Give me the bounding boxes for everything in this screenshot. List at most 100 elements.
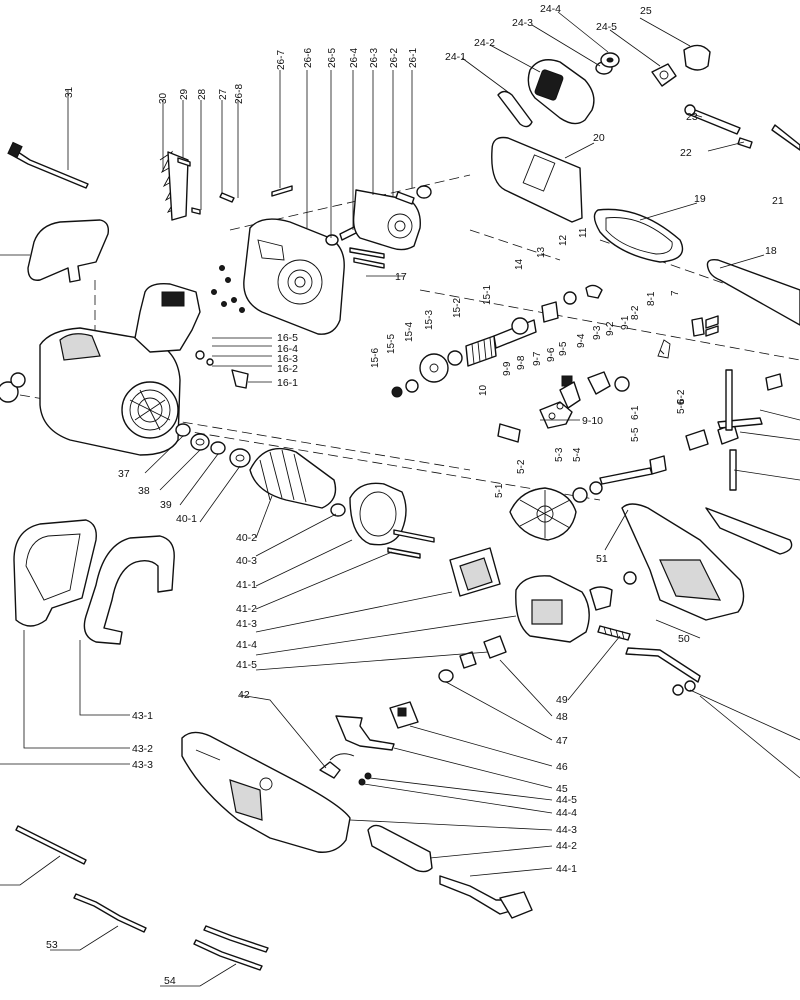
label-15-1: 15-1 [482, 285, 493, 305]
part-21 [771, 124, 800, 151]
label-16-1: 16-1 [277, 377, 298, 389]
label-51: 51 [596, 553, 608, 565]
label-45: 45 [556, 783, 568, 795]
label-7: 7 [670, 290, 681, 296]
part-16-1 [231, 369, 249, 389]
label-11: 11 [578, 227, 589, 238]
label-19: 19 [694, 193, 706, 205]
label-15-2: 15-2 [452, 298, 463, 318]
lower-housing-parts [181, 701, 533, 919]
switch-and-gear-parts [497, 369, 793, 621]
label-44-5: 44-5 [556, 794, 577, 806]
part-15-4 [419, 353, 449, 383]
label-26-7: 26-7 [276, 50, 287, 70]
label-24-3: 24-3 [512, 17, 533, 29]
part-10 [497, 423, 521, 443]
label-54: 54 [164, 975, 176, 987]
motor-housing-left [39, 282, 249, 456]
part-24-5 [651, 63, 677, 87]
part-14 [541, 301, 559, 323]
label-30: 30 [158, 92, 169, 104]
label-27: 27 [218, 88, 229, 100]
label-5-6: 5-6 [676, 399, 687, 414]
part-22 [737, 137, 753, 149]
label-43-3: 43-3 [132, 759, 153, 771]
label-9-1: 9-1 [620, 315, 631, 330]
part-cover-left [27, 219, 110, 283]
part-19-chain [593, 208, 684, 263]
label-15-5: 15-5 [386, 334, 397, 354]
cable-parts [15, 825, 269, 971]
label-31: 31 [64, 86, 75, 98]
label-9-6: 9-6 [546, 347, 557, 362]
label-28: 28 [197, 88, 208, 100]
handle-parts [13, 519, 175, 645]
label-22: 22 [680, 147, 692, 159]
label-8-2: 8-2 [630, 305, 641, 320]
part-44-1-plug-cord [439, 875, 515, 915]
label-25: 25 [640, 5, 652, 17]
part-5-6 [685, 429, 709, 451]
leader-lines [0, 11, 800, 987]
callout-labels: 25 24-4 24-3 24-5 24-2 24-1 23 22 21 20 … [46, 3, 784, 987]
label-40-1: 40-1 [176, 513, 197, 525]
label-15-4: 15-4 [404, 322, 415, 342]
label-9-5: 9-5 [558, 341, 569, 356]
label-5-1: 5-1 [494, 483, 505, 498]
part-26-6 [243, 218, 345, 335]
label-21: 21 [772, 195, 784, 207]
label-6-2: 6-2 [676, 389, 687, 404]
label-5-2: 5-2 [516, 459, 527, 474]
label-5-5: 5-5 [630, 427, 641, 442]
label-26-6: 26-6 [303, 48, 314, 68]
part-45-lever [335, 715, 395, 751]
part-40-2-armature [249, 447, 337, 509]
label-29: 29 [179, 88, 190, 100]
gear-housing-cluster [159, 150, 432, 335]
label-37: 37 [118, 468, 130, 480]
label-9-9: 9-9 [502, 361, 513, 376]
label-16-3: 16-3 [277, 353, 298, 365]
label-24-1: 24-1 [445, 51, 466, 63]
label-5-4: 5-4 [572, 447, 583, 462]
label-46: 46 [556, 761, 568, 773]
label-16-2: 16-2 [277, 363, 298, 375]
label-44-4: 44-4 [556, 807, 577, 819]
label-26-3: 26-3 [369, 48, 380, 68]
label-26-1: 26-1 [408, 48, 419, 68]
label-26-5: 26-5 [327, 48, 338, 68]
label-43-2: 43-2 [132, 743, 153, 755]
part-44-3-cord-guard [367, 824, 433, 873]
label-39: 39 [160, 499, 172, 511]
label-16-4: 16-4 [277, 343, 298, 355]
label-10: 10 [478, 384, 489, 396]
label-12: 12 [558, 234, 569, 246]
label-41-3: 41-3 [236, 618, 257, 630]
label-40-3: 40-3 [236, 555, 257, 567]
drive-shaft-parts [391, 284, 719, 398]
label-26-2: 26-2 [389, 48, 400, 68]
label-14: 14 [514, 258, 525, 270]
part-18-guide-bar [706, 258, 800, 326]
label-13: 13 [536, 246, 547, 258]
label-26-8: 26-8 [234, 84, 245, 104]
label-6-1: 6-1 [630, 405, 641, 420]
part-20 [491, 136, 583, 223]
label-41-2: 41-2 [236, 603, 257, 615]
label-24-4: 24-4 [540, 3, 561, 15]
label-44-1: 44-1 [556, 863, 577, 875]
chain-tension-cover-parts [491, 44, 800, 326]
label-20: 20 [593, 132, 605, 144]
label-15-6: 15-6 [370, 348, 381, 368]
label-9-8: 9-8 [516, 355, 527, 370]
motor-armature-parts [175, 423, 701, 696]
part-42-housing [181, 731, 351, 853]
label-24-5: 24-5 [596, 21, 617, 33]
left-top-parts [0, 141, 110, 403]
label-9-2: 9-2 [605, 321, 616, 336]
label-44-2: 44-2 [556, 840, 577, 852]
part-24-1 [497, 90, 533, 128]
label-41-5: 41-5 [236, 659, 257, 671]
label-15-3: 15-3 [424, 310, 435, 330]
